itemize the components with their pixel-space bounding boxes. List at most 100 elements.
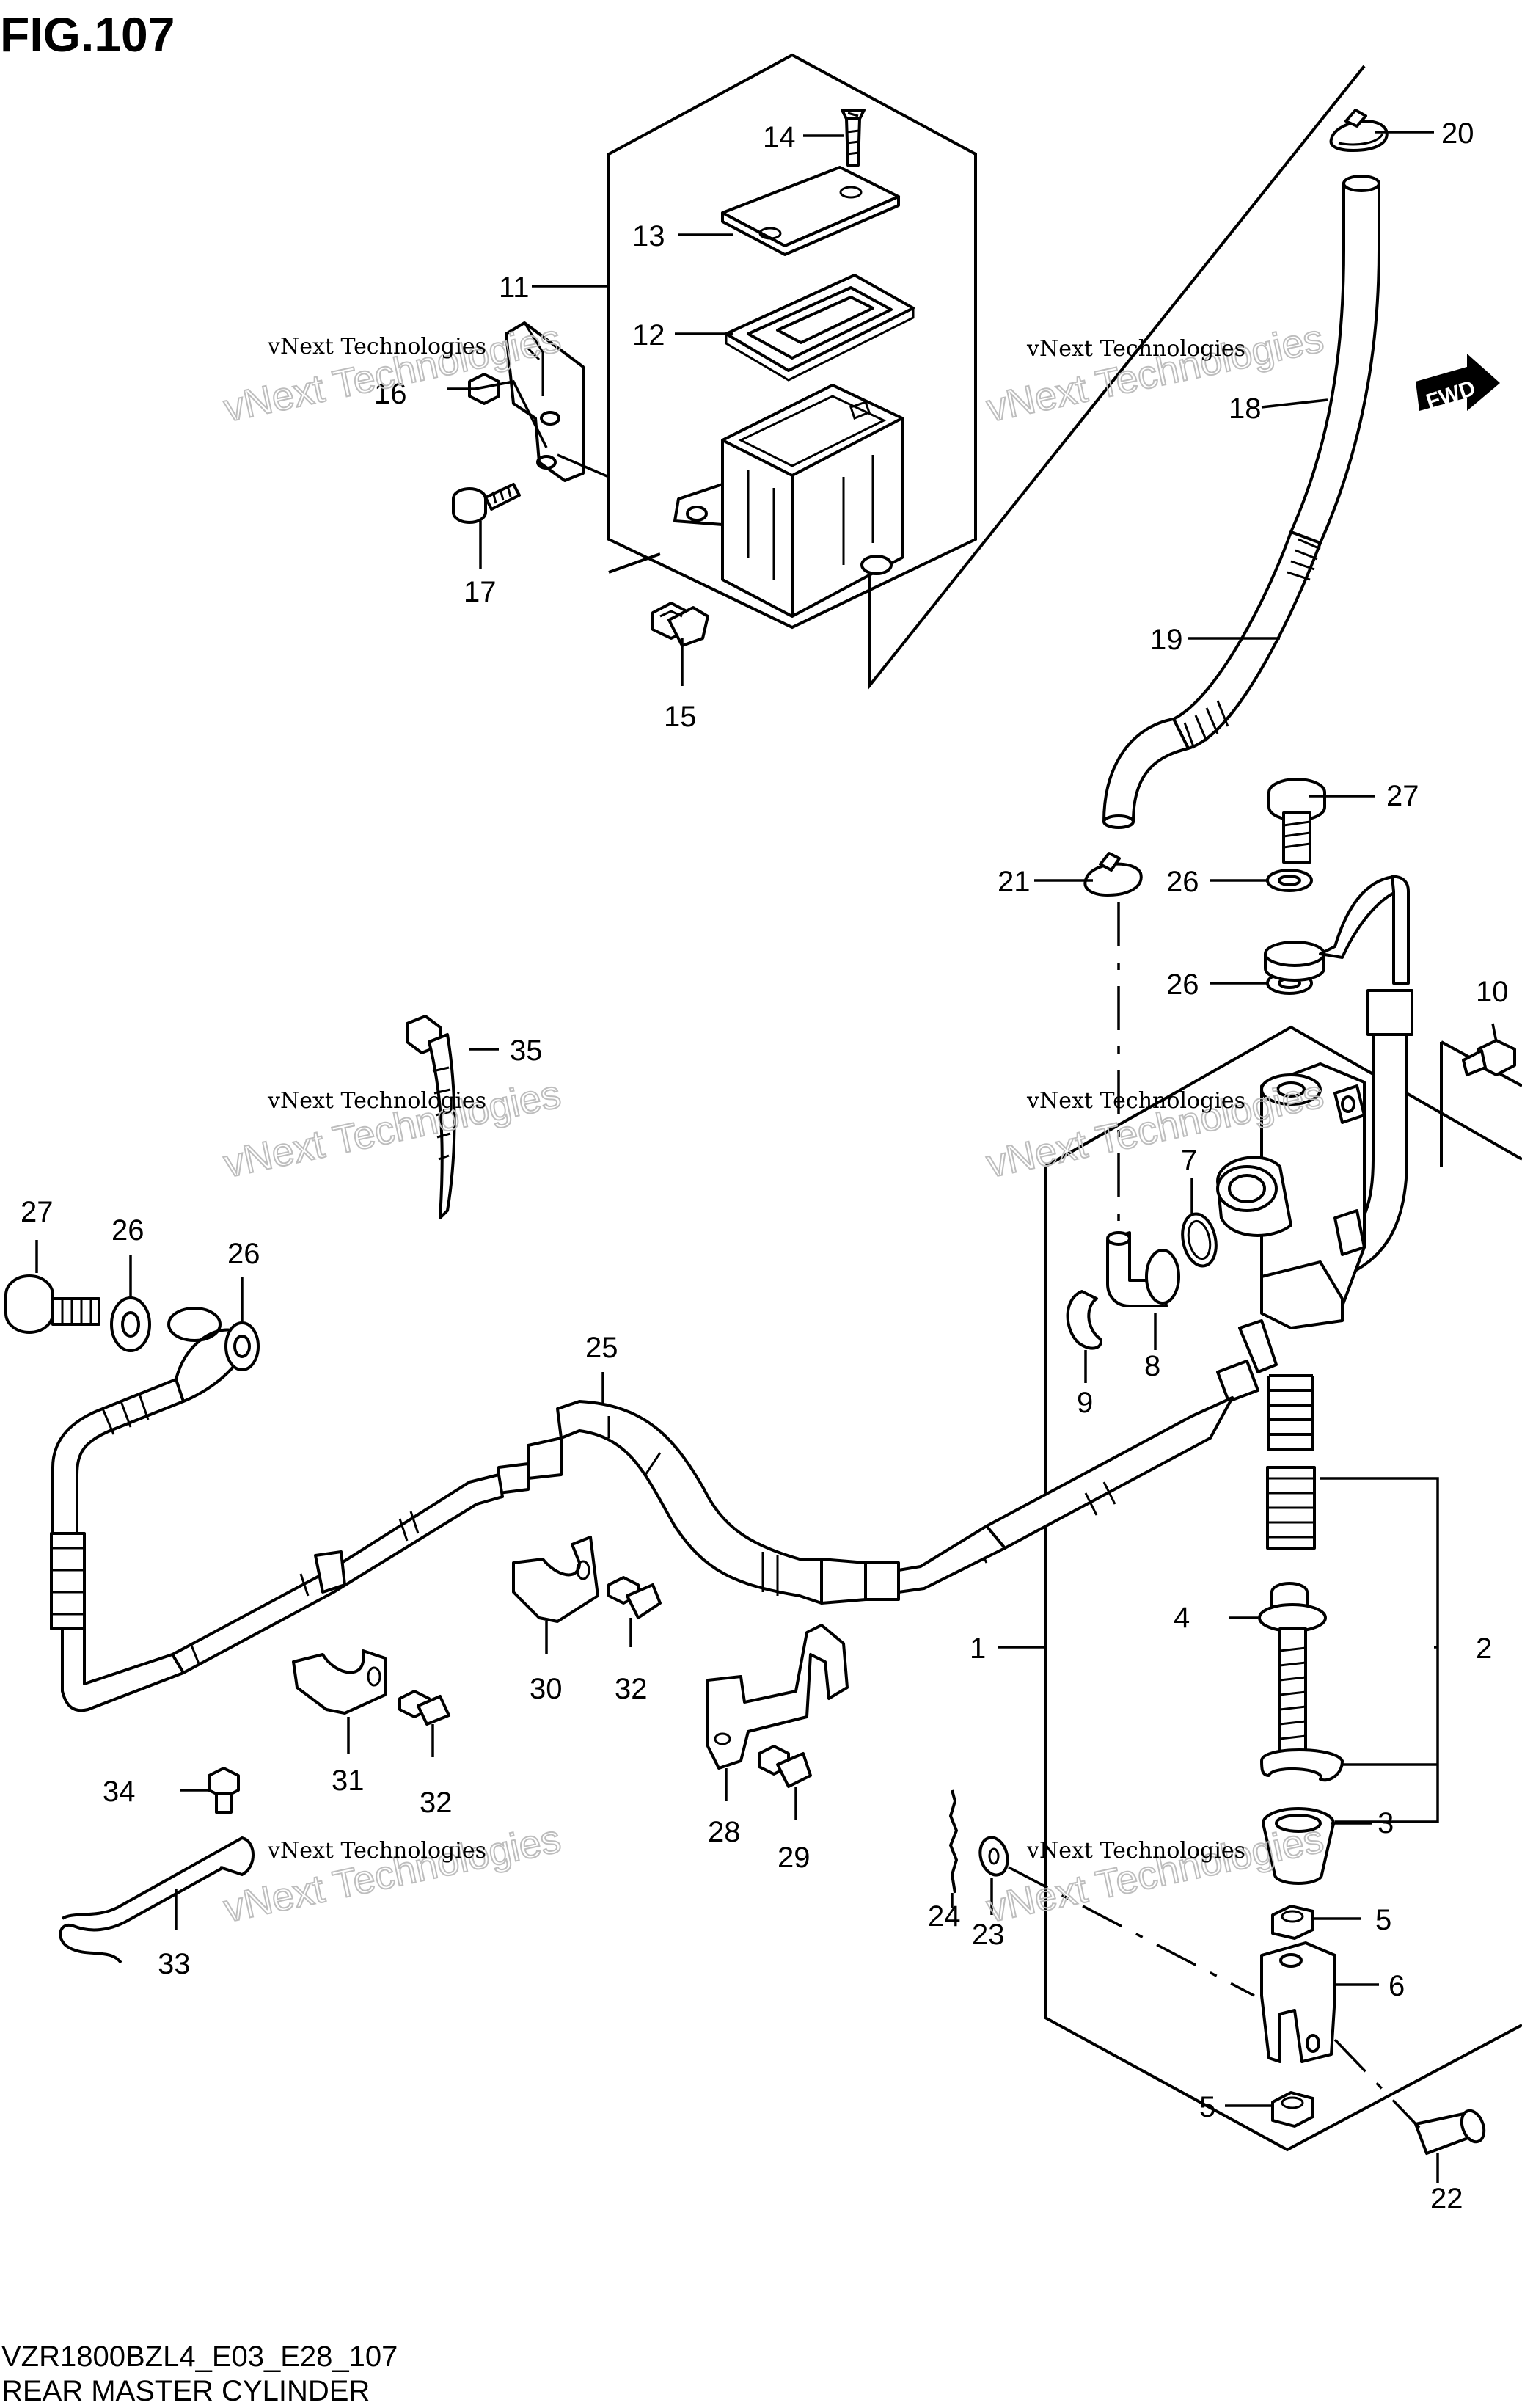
master-cylinder-frame — [1044, 1025, 1522, 2152]
part-clamp-30 — [512, 1536, 599, 1623]
reservoir-group-frame — [607, 53, 977, 630]
part-hose-18 — [1289, 175, 1380, 544]
svg-text:vNext Technologies: vNext Technologies — [267, 1088, 486, 1114]
callout-15: 15 — [664, 701, 697, 733]
part-spring — [1267, 1374, 1314, 1451]
callout-4: 4 — [1174, 1602, 1190, 1634]
callout-30: 30 — [530, 1673, 563, 1705]
callout-26-c: 26 — [111, 1214, 144, 1247]
part-cap-13 — [721, 166, 900, 256]
part-diaphragm-12 — [725, 274, 915, 382]
part-washer-26c — [110, 1296, 151, 1352]
part-cotter-pin-24 — [948, 1789, 959, 1894]
callout-22: 22 — [1430, 2183, 1463, 2215]
callout-25: 25 — [585, 1332, 618, 1364]
part-pin-22 — [1414, 2109, 1486, 2155]
part-bolt-15 — [651, 602, 709, 647]
callout-27-left: 27 — [21, 1196, 54, 1228]
part-banjo-pipe-top — [1264, 875, 1413, 1278]
callout-26-a: 26 — [1166, 866, 1199, 898]
callout-13: 13 — [632, 220, 665, 252]
part-bolt-17 — [452, 483, 521, 524]
figure-code: VZR1800BZL4_E03_E28_107 — [1, 2340, 398, 2373]
watermark-3: vNext Technologies vNext Technologies — [219, 1071, 566, 1187]
callout-5-lower: 5 — [1199, 2091, 1215, 2123]
part-clevis-6 — [1260, 1941, 1336, 2063]
callout-28: 28 — [708, 1816, 741, 1848]
leader-lines — [35, 131, 1498, 2183]
part-cable-tie-35 — [406, 1015, 456, 1219]
part-screw-14 — [841, 109, 866, 167]
part-circlip-9 — [1066, 1290, 1102, 1350]
pin-axis-right — [1333, 2038, 1421, 2129]
bracket-link-line — [557, 453, 610, 478]
svg-text:vNext Technologies: vNext Technologies — [267, 334, 486, 360]
part-clamp-31 — [292, 1649, 387, 1715]
callout-9: 9 — [1077, 1387, 1093, 1419]
callout-26-b: 26 — [1166, 968, 1199, 1001]
part-piston-kit-2 — [1266, 1466, 1316, 1550]
callout-6: 6 — [1389, 1970, 1405, 2002]
callout-16: 16 — [374, 378, 407, 410]
callout-29: 29 — [778, 1842, 811, 1874]
callout-5-upper: 5 — [1375, 1904, 1391, 1936]
svg-text:vNext Technologies: vNext Technologies — [983, 316, 1328, 431]
part-clamp-20 — [1329, 109, 1389, 152]
callout-26-d: 26 — [227, 1238, 260, 1270]
watermark-5: vNext Technologies vNext Technologies — [219, 1816, 566, 1932]
part-banjo-bolt-27-left — [4, 1274, 100, 1334]
part-washer-26a — [1266, 869, 1313, 892]
part-reservoir-body — [673, 384, 904, 618]
part-bolt-32b — [398, 1690, 450, 1726]
part-washer-23 — [978, 1836, 1009, 1877]
callout-8: 8 — [1144, 1350, 1160, 1382]
part-bolt-32a — [607, 1576, 662, 1619]
callout-12: 12 — [632, 319, 665, 351]
callout-11: 11 — [499, 271, 530, 304]
callout-2: 2 — [1476, 1632, 1492, 1665]
callout-18: 18 — [1229, 393, 1262, 425]
part-bracket-16 — [468, 321, 585, 482]
part-washer-26d — [224, 1321, 260, 1371]
figure-name: REAR MASTER CYLINDER — [1, 2375, 370, 2407]
part-hose-19 — [1102, 530, 1322, 829]
svg-text:vNext Technologies: vNext Technologies — [220, 1817, 565, 1931]
fwd-arrow: FWD — [1416, 354, 1500, 415]
svg-text:vNext Technologies: vNext Technologies — [1026, 1088, 1245, 1114]
part-bolt-29 — [758, 1745, 812, 1788]
callout-23: 23 — [972, 1919, 1005, 1951]
watermark-2: vNext Technologies vNext Technologies — [982, 315, 1328, 431]
part-oring-7 — [1181, 1212, 1218, 1268]
callout-34: 34 — [103, 1776, 136, 1808]
part-push-rod-4 — [1258, 1582, 1327, 1766]
part-bolt-34 — [208, 1767, 240, 1814]
part-wire-guide-33 — [59, 1836, 255, 1964]
part-clamp-21 — [1083, 852, 1143, 897]
callout-31: 31 — [332, 1765, 365, 1797]
callout-3: 3 — [1378, 1807, 1394, 1839]
callout-21: 21 — [998, 866, 1031, 898]
part-master-cylinder-body — [1216, 1062, 1366, 1329]
callout-27-top: 27 — [1386, 780, 1419, 812]
part-boot-3 — [1262, 1807, 1335, 1885]
callout-10: 10 — [1476, 976, 1509, 1008]
svg-text:vNext Technologies: vNext Technologies — [1026, 336, 1245, 362]
pin-axis-left — [1008, 1866, 1255, 1997]
callout-1: 1 — [970, 1632, 986, 1665]
callout-17: 17 — [464, 576, 497, 608]
callout-7: 7 — [1181, 1145, 1197, 1177]
callout-32-a: 32 — [615, 1673, 648, 1705]
part-fitting-8 — [1106, 1231, 1180, 1307]
part-bracket-28 — [706, 1624, 849, 1770]
reservoir-frame-tick — [608, 552, 661, 574]
callout-32-b: 32 — [420, 1787, 453, 1819]
figure-title: FIG.107 — [0, 7, 175, 62]
callout-24: 24 — [928, 1900, 961, 1933]
callout-33: 33 — [158, 1948, 191, 1980]
callout-labels: 14 13 11 12 16 17 15 20 18 19 21 27 26 2… — [21, 117, 1509, 2215]
part-circlip-2 — [1260, 1748, 1344, 1782]
callout-19: 19 — [1150, 624, 1183, 656]
part-bolt-10 — [1462, 1039, 1516, 1076]
